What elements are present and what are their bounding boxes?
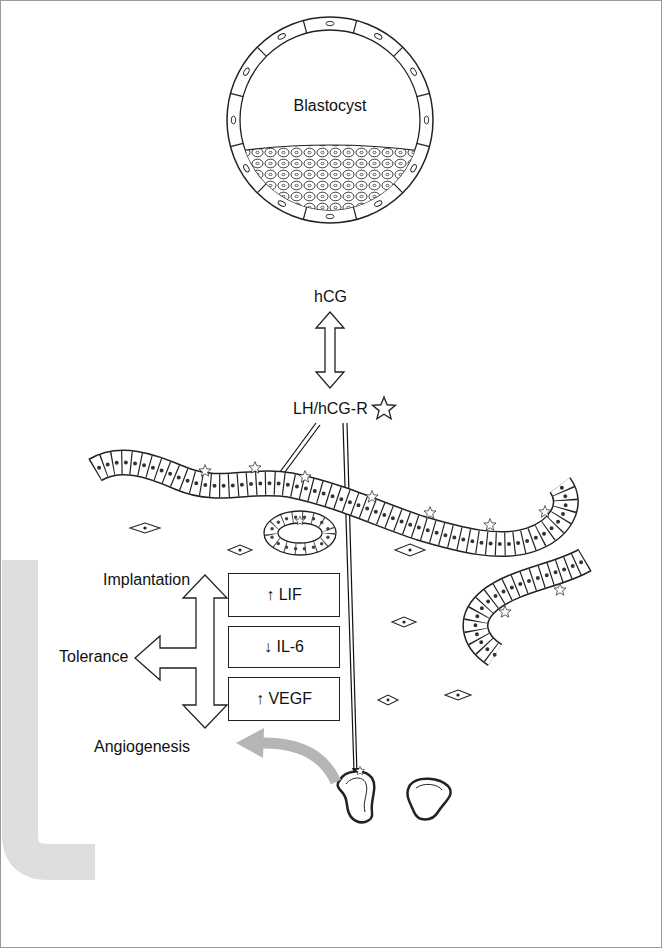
process-label: Tolerance: [59, 648, 128, 666]
shape-label: Blastocyst: [225, 97, 435, 115]
process-label: Implantation: [103, 571, 190, 589]
box-label: ↑ LIF: [266, 586, 302, 604]
hormone-label: hCG: [314, 288, 347, 306]
box-label: ↓ IL-6: [264, 638, 304, 656]
cytokine-box: ↑ VEGF: [228, 677, 340, 721]
box-label: ↑ VEGF: [256, 690, 312, 708]
cytokine-box: ↓ IL-6: [228, 626, 340, 668]
cytokine-box: ↑ LIF: [228, 573, 340, 617]
receptor-label: LH/hCG-R: [293, 400, 368, 418]
blastocyst-shape: Blastocyst: [225, 15, 435, 225]
blastocyst-outline: [225, 15, 435, 225]
process-label: Angiogenesis: [94, 738, 190, 756]
